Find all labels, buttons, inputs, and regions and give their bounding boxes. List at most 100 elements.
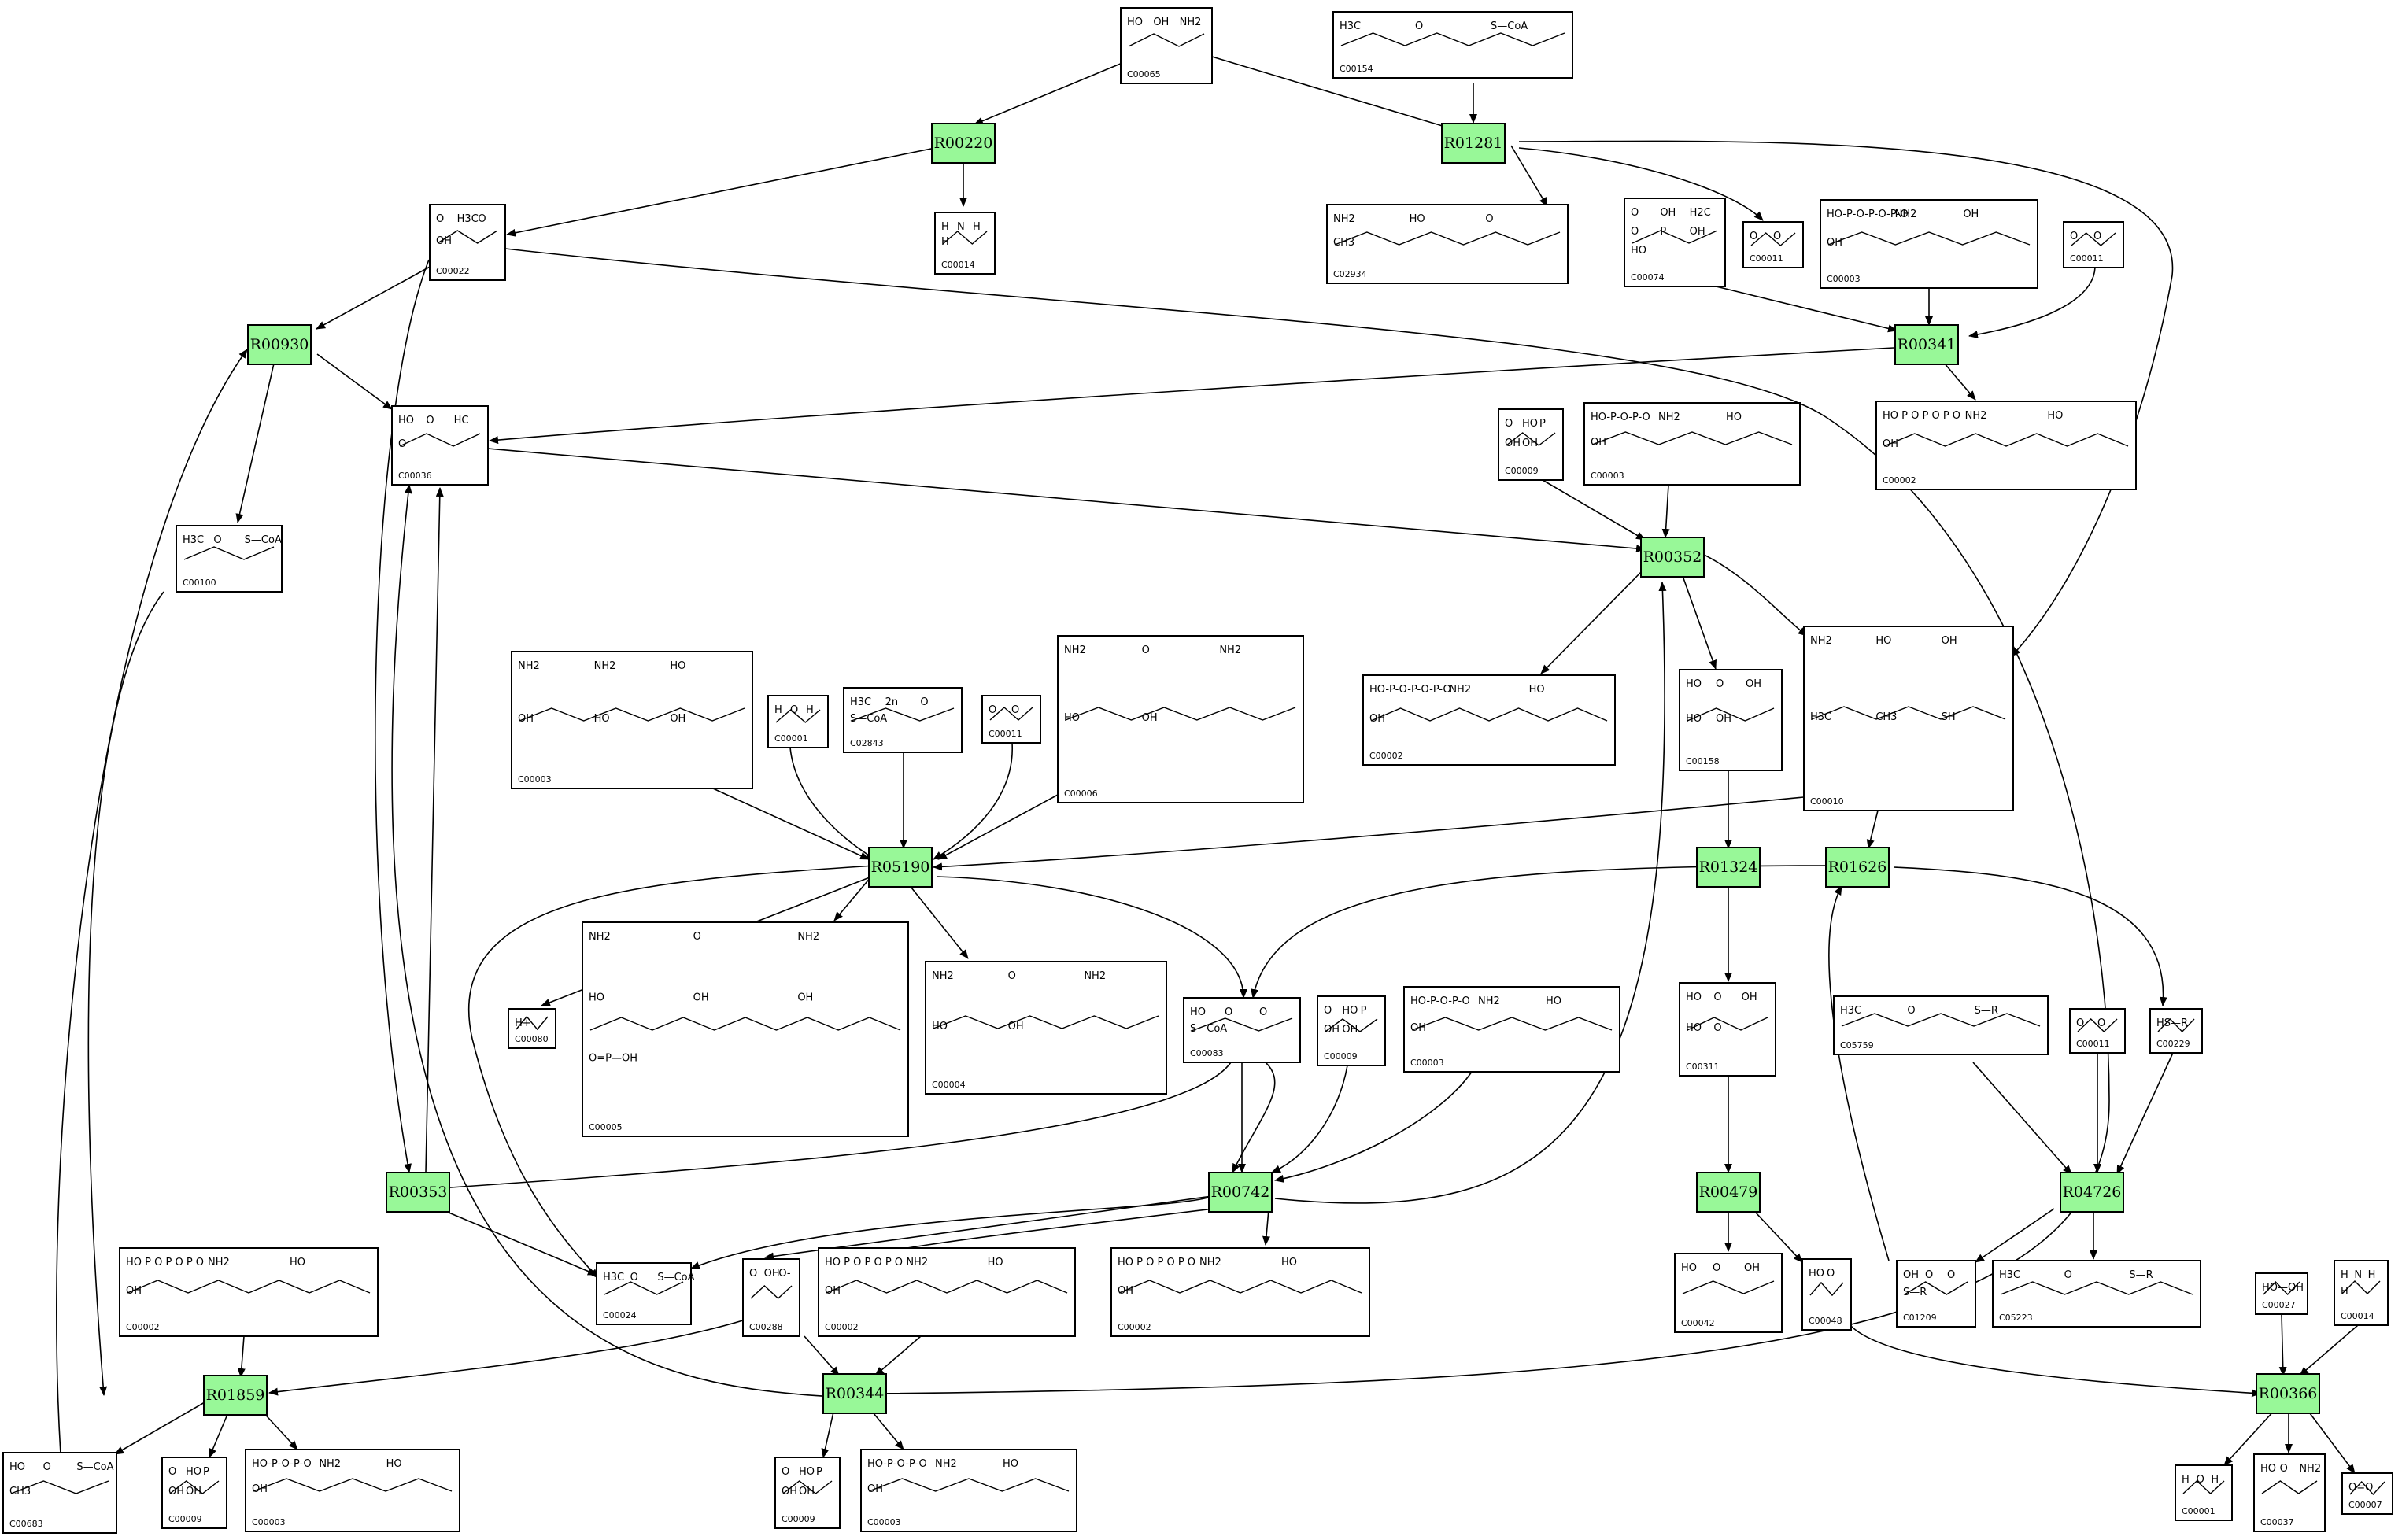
reaction-node-r00220[interactable]: R00220 bbox=[931, 123, 996, 164]
reaction-edge bbox=[1661, 484, 1670, 538]
structure-atom-label: O bbox=[213, 534, 221, 546]
structure-atom-label: O bbox=[2097, 1017, 2105, 1029]
reaction-box[interactable] bbox=[1640, 537, 1705, 578]
reaction-node-r00341[interactable]: R00341 bbox=[1894, 324, 1959, 365]
compound-id-label: C00011 bbox=[2070, 253, 2104, 264]
structure-atom-label: OH bbox=[1746, 678, 1761, 690]
compound-id-label: C00001 bbox=[774, 733, 808, 744]
reaction-node-r00742[interactable]: R00742 bbox=[1208, 1172, 1273, 1213]
reaction-node-r00353[interactable]: R00353 bbox=[386, 1172, 450, 1213]
reaction-box[interactable] bbox=[1696, 1172, 1761, 1213]
compound-box bbox=[2255, 1272, 2308, 1315]
compound-id-label: C00042 bbox=[1681, 1318, 1715, 1328]
reaction-edge bbox=[1866, 810, 1879, 849]
reaction-node-r00344[interactable]: R00344 bbox=[822, 1373, 887, 1414]
reaction-box[interactable] bbox=[386, 1172, 450, 1213]
reaction-box[interactable] bbox=[1825, 847, 1890, 888]
reaction-box[interactable] bbox=[2060, 1172, 2124, 1213]
reaction-node-r00352[interactable]: R00352 bbox=[1640, 537, 1705, 578]
compound-id-label: C00004 bbox=[932, 1080, 966, 1090]
reaction-box[interactable] bbox=[1208, 1172, 1273, 1213]
structure-atom-label: O bbox=[168, 1466, 176, 1478]
reaction-node-r01626[interactable]: R01626 bbox=[1825, 847, 1890, 888]
reaction-edge bbox=[1271, 1065, 1348, 1173]
reaction-node-r04726[interactable]: R04726 bbox=[2060, 1172, 2124, 1213]
reaction-node-r01281[interactable]: R01281 bbox=[1441, 123, 1506, 164]
reaction-box[interactable] bbox=[1894, 324, 1959, 365]
reaction-node-r00366[interactable]: R00366 bbox=[2256, 1373, 2320, 1414]
reaction-box[interactable] bbox=[822, 1373, 887, 1414]
reaction-box[interactable] bbox=[203, 1375, 268, 1416]
structure-atom-label: O bbox=[1716, 678, 1724, 690]
reaction-node-r00479[interactable]: R00479 bbox=[1696, 1172, 1761, 1213]
reaction-box[interactable] bbox=[1696, 847, 1761, 888]
reaction-box[interactable] bbox=[2256, 1373, 2320, 1414]
reaction-box[interactable] bbox=[247, 324, 312, 365]
compound-id-label: C00002 bbox=[1883, 475, 1916, 486]
reaction-node-r01859[interactable]: R01859 bbox=[203, 1375, 268, 1416]
reaction-edge bbox=[2299, 1324, 2359, 1376]
reaction-node-r01324[interactable]: R01324 bbox=[1696, 847, 1761, 888]
structure-atom-label: O bbox=[1631, 226, 1639, 238]
reaction-edge bbox=[1274, 1071, 1473, 1183]
reaction-box[interactable] bbox=[931, 123, 996, 164]
reaction-node-r05190[interactable]: R05190 bbox=[868, 847, 933, 888]
reaction-box[interactable] bbox=[1441, 123, 1506, 164]
reaction-node-r00930[interactable]: R00930 bbox=[247, 324, 312, 365]
structure-atom-label: O bbox=[2197, 1474, 2204, 1486]
structure-atom-label: O bbox=[1259, 1006, 1267, 1018]
reaction-box[interactable] bbox=[868, 847, 933, 888]
